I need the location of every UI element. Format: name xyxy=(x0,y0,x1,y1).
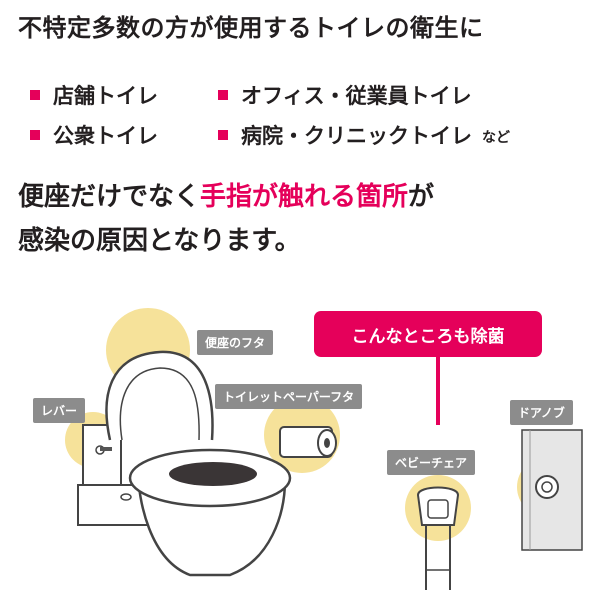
place-item-public: 公衆トイレ xyxy=(30,120,158,150)
headline: 不特定多数の方が使用するトイレの衛生に xyxy=(18,14,484,42)
message-line-1: 便座だけでなく手指が触れる箇所が xyxy=(18,175,434,219)
bullet-square-icon xyxy=(30,90,40,100)
label-lever: レバー xyxy=(33,398,86,423)
toilet-tank xyxy=(82,424,122,486)
place-label: 病院・クリニックトイレ xyxy=(241,124,472,148)
bullet-square-icon xyxy=(218,130,228,140)
message-text: が xyxy=(408,182,435,212)
toilet-valve xyxy=(120,493,132,501)
toilet-lid xyxy=(105,350,214,441)
disinfect-callout: こんなところも除菌 xyxy=(314,311,542,357)
place-label: 公衆トイレ xyxy=(53,124,158,148)
label-seat-lid: 便座のフタ xyxy=(197,330,274,355)
toilet-seat-opening xyxy=(169,462,257,486)
baby-chair-back xyxy=(427,499,449,519)
place-label: オフィス・従業員トイレ xyxy=(241,84,472,108)
toilet-lid-inner xyxy=(119,367,200,441)
place-suffix: など xyxy=(482,130,510,146)
place-item-store: 店舗トイレ xyxy=(30,80,158,110)
message-highlight: 手指が触れる箇所 xyxy=(200,182,409,212)
message-line-2: 感染の原因となります。 xyxy=(18,226,301,256)
label-paper-lid: トイレットペーパーフタ xyxy=(215,384,363,409)
place-item-hospital: 病院・クリニックトイレ など xyxy=(218,120,510,150)
label-baby-chair: ベビーチェア xyxy=(387,450,476,475)
label-door-knob: ドアノブ xyxy=(510,400,573,425)
bullet-square-icon xyxy=(30,130,40,140)
door-knob-center xyxy=(541,481,553,493)
paper-roll-core xyxy=(324,438,330,448)
main-message: 便座だけでなく手指が触れる箇所が 感染の原因となります。 xyxy=(18,175,434,263)
place-item-office: オフィス・従業員トイレ xyxy=(218,80,472,110)
bullet-square-icon xyxy=(218,90,228,100)
place-label: 店舗トイレ xyxy=(53,84,158,108)
lever-handle xyxy=(100,447,112,451)
message-text: 便座だけでなく xyxy=(18,182,201,212)
